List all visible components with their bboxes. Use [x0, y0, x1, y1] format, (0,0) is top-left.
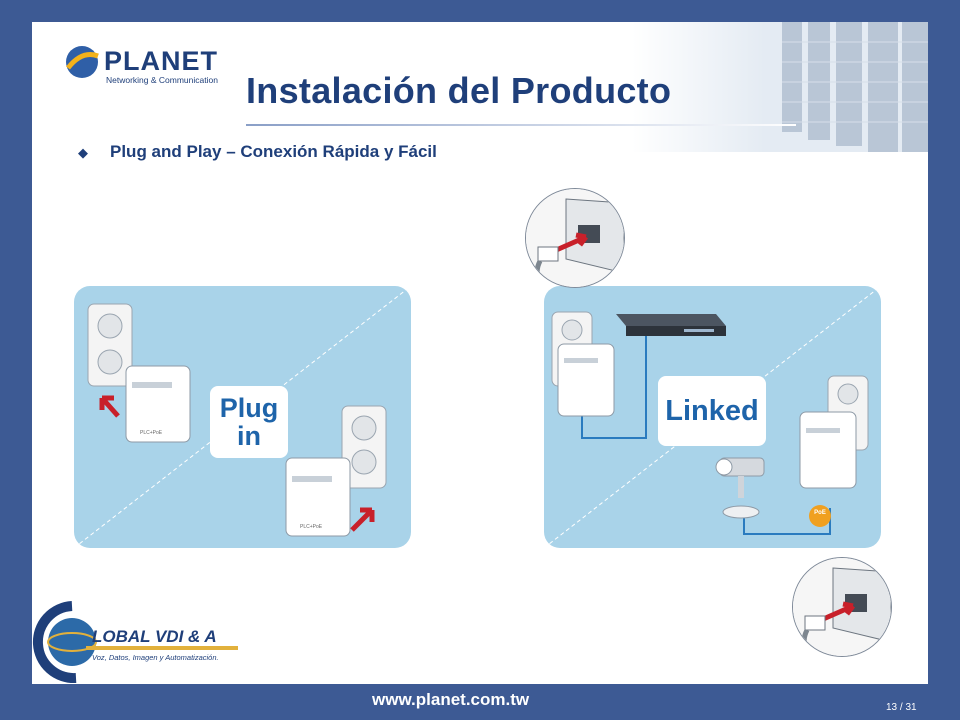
- svg-text:Networking & Communication: Networking & Communication: [106, 75, 218, 85]
- powerline-adapter-icon: [799, 411, 857, 489]
- diamond-bullet-icon: ◆: [78, 145, 88, 160]
- ip-camera-icon: [715, 457, 765, 519]
- globe-icon: [48, 618, 96, 666]
- svg-text:LOBAL VDI & A: LOBAL VDI & A: [92, 627, 217, 646]
- plug-in-panel: PLC+PoE PLC+PoE Plug in: [74, 286, 411, 548]
- subtitle: Plug and Play – Conexión Rápida y Fácil: [110, 142, 437, 161]
- footer-url: www.planet.com.tw: [372, 690, 530, 709]
- slide: PLANET Networking & Communication Instal…: [32, 22, 928, 684]
- powerline-adapter-icon: PLC+PoE: [285, 457, 351, 537]
- page-title: Instalación del Producto: [246, 70, 672, 111]
- plug-label-line1: Plug: [219, 393, 279, 423]
- plug-in-label: Plug in: [210, 386, 288, 458]
- linked-panel: Linked PoE: [544, 286, 881, 548]
- plug-label-line2: in: [237, 421, 261, 451]
- powerline-adapter-icon: PLC+PoE: [125, 365, 191, 443]
- svg-text:PLC+PoE: PLC+PoE: [140, 430, 163, 436]
- arrow-icon: [350, 507, 375, 532]
- planet-logo: PLANET Networking & Communication: [60, 36, 260, 96]
- svg-text:PLC+PoE: PLC+PoE: [300, 524, 323, 530]
- arrow-icon: [819, 601, 855, 623]
- linked-label: Linked: [658, 376, 766, 446]
- title-divider: [246, 124, 796, 126]
- rj45-detail-circle: [525, 188, 625, 288]
- svg-text:Voz, Datos, Imagen y Automatiz: Voz, Datos, Imagen y Automatización.: [92, 653, 219, 662]
- network-switch-icon: [616, 314, 726, 336]
- powerline-adapter-icon: [557, 343, 615, 417]
- wall-outlet-icon: [341, 405, 387, 489]
- rj45-detail-circle: [792, 557, 892, 657]
- arrow-icon: [99, 395, 120, 418]
- arrow-icon: [552, 232, 588, 254]
- global-vdi-logo: LOBAL VDI & A Voz, Datos, Imagen y Autom…: [32, 600, 242, 684]
- poe-badge-label: PoE: [814, 510, 826, 516]
- server-room-banner: [632, 22, 928, 152]
- wall-outlet-icon: [87, 303, 133, 387]
- page-number: 13 / 31: [886, 702, 917, 713]
- poe-badge-icon: [809, 505, 831, 527]
- svg-text:PLANET: PLANET: [104, 46, 218, 76]
